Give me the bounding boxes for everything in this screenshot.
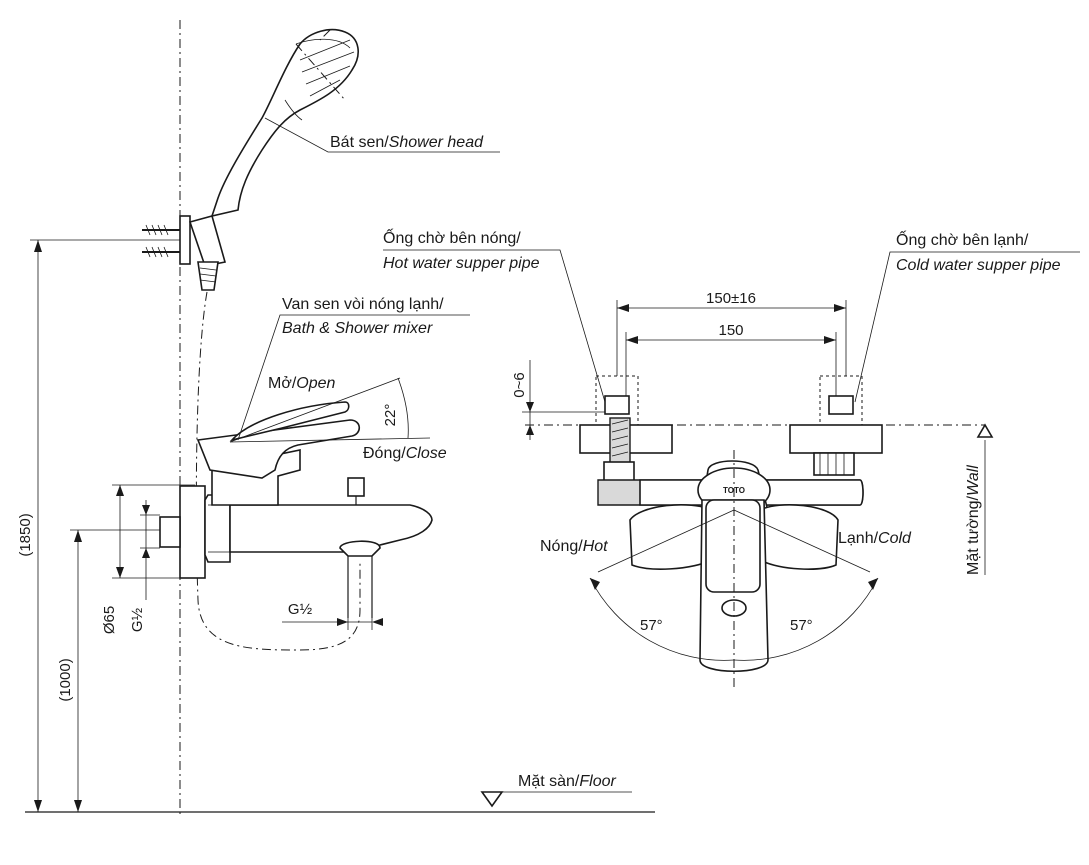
thread-bottom-label: G½ [288,601,313,618]
head-axis [295,43,346,101]
spacing-range-label: 150±16 [706,290,756,307]
arrow-up [116,485,124,496]
cold-pipe-nut [828,395,854,415]
spacing-label: 150 [718,322,743,339]
open-angle-line [229,377,401,443]
floor-label: Mặt sàn/Floor [518,773,616,790]
screw-icon [142,224,180,236]
shower-hose [195,291,361,651]
arrow-up [34,240,42,252]
thread-side-label: G½ [129,607,146,632]
offset-label: 0~6 [511,372,528,397]
mixer-icon [159,401,433,618]
arrow-up [74,530,82,542]
open-label: Mở/Open [268,375,336,392]
handle-front-icon: TOTO [629,460,839,673]
mixer-label-en: Bath & Shower mixer [282,320,433,337]
bracket-plate [179,215,191,265]
handle-angle-label: 22° [382,404,399,427]
total-height-label: (1850) [17,513,34,556]
cold-angle-line [733,509,871,573]
hot-label: Nóng/Hot [540,538,608,555]
arrow-left [626,336,638,344]
arrow-up [142,548,150,558]
head-axis [319,29,331,41]
shower-head-label: Bát sen/Shower head [330,134,484,151]
wall-flange [179,485,206,579]
hot-connector [603,417,635,483]
close-label: Đóng/Close [363,445,447,462]
cold-angle-label: 57° [790,617,813,634]
arrow-right [834,304,846,312]
floor-marker-icon [480,791,504,808]
arrow-down [116,567,124,578]
cold-pipe-leader [854,251,1080,403]
arrow-left [372,618,383,626]
front-view: Mặt tường/Wall 0~6 150±16 150 [383,227,1080,690]
wall-label: Mặt tường/Wall [965,465,982,575]
mixer-label-vi: Van sen vòi nóng lạnh/ [282,296,444,313]
arrow [868,578,878,590]
side-view: (1850) (1000) Ø65 G½ [17,20,655,815]
hot-angle-arc [589,577,735,661]
cold-label: Lạnh/Cold [838,530,912,547]
hot-pipe-label-vi: Ống chờ bên nóng/ [383,227,521,247]
hot-pipe-nut [604,395,630,415]
hot-angle-line [597,509,735,573]
wall-marker-icon [976,423,994,438]
angle-arc [397,377,409,439]
arrow-left [617,304,629,312]
diameter-label: Ø65 [101,606,118,634]
screw-icon [142,246,180,258]
cold-pipe-label-en: Cold water supper pipe [896,257,1061,274]
cold-pipe-outline [819,375,863,427]
cold-angle-arc [733,577,879,661]
arrow-down [142,505,150,515]
hot-pipe-leader [383,249,606,403]
arrow-right [337,618,348,626]
cold-pipe-label-vi: Ống chờ bên lạnh/ [896,229,1029,249]
arrow-right [824,336,836,344]
inlet-nut [159,516,181,548]
mixer-height-label: (1000) [57,658,74,701]
arrow [590,578,600,590]
arrow-up [526,425,534,435]
shower-head-icon [188,28,359,291]
close-angle-line [229,437,431,443]
hot-pipe-label-en: Hot water supper pipe [383,255,540,272]
arrow-down [526,402,534,412]
diverter-knob [347,477,365,497]
cold-flange [789,424,883,454]
nut-ridges [819,453,845,475]
mixer-leader [237,314,470,441]
arrow-down [74,800,82,812]
hot-angle-label: 57° [640,617,663,634]
shower-head-leader [264,117,500,153]
arrow-down [34,800,42,812]
